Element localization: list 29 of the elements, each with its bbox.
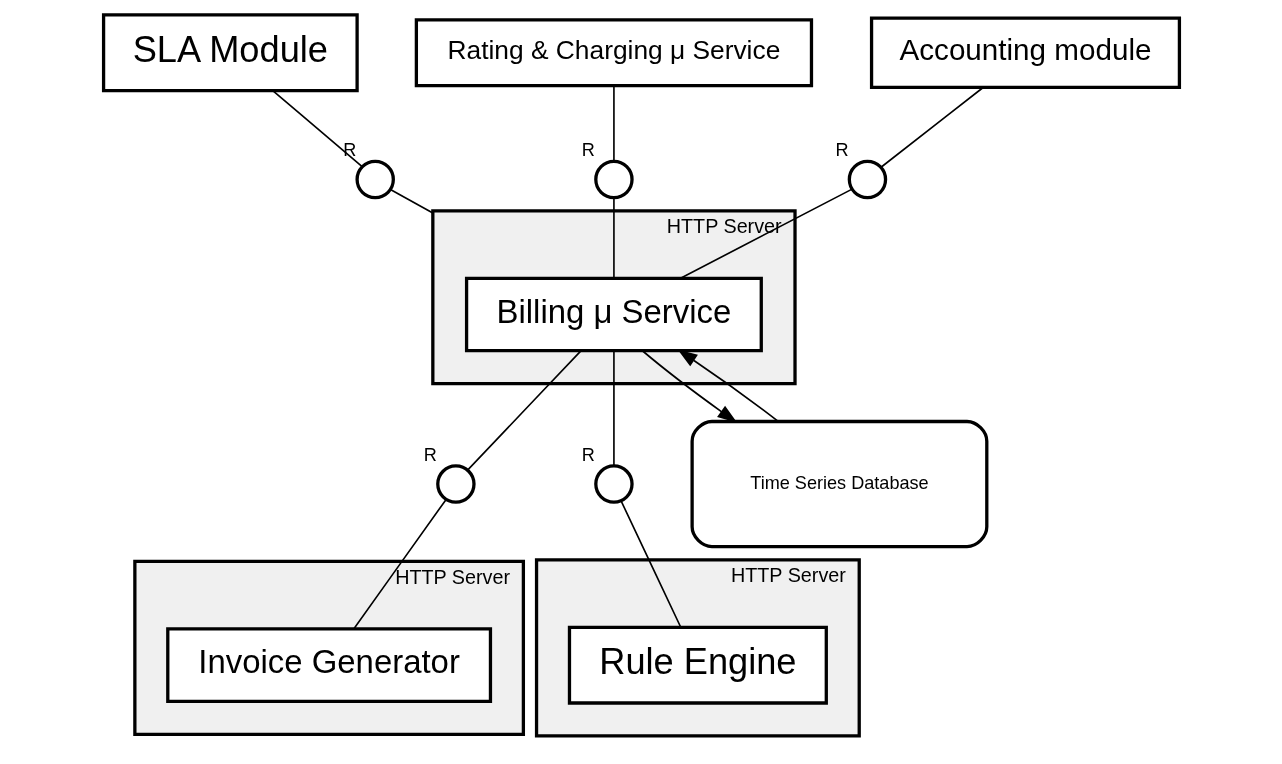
node-box: Rule Engine (567, 625, 828, 705)
node-box: Rating & Charging μ Service (414, 18, 813, 88)
connector (679, 188, 852, 280)
connector (389, 188, 434, 214)
node-label: R (834, 140, 848, 161)
node-circle (593, 159, 634, 200)
arrow (677, 349, 779, 423)
arrow (641, 350, 737, 423)
connector (352, 498, 447, 630)
node-box: Billing μ Service (464, 276, 763, 353)
node-box: Accounting module (869, 16, 1181, 89)
node-box: Time Series Database (689, 419, 988, 549)
node-circle (593, 464, 634, 504)
node-label: R (423, 444, 437, 465)
node-label: R (342, 140, 356, 161)
connector (466, 350, 581, 471)
connector (612, 85, 615, 163)
connector (612, 350, 615, 467)
node-box: Invoice Generator (165, 627, 492, 703)
node-label: R (581, 444, 595, 465)
node-circle (354, 159, 395, 200)
connector (612, 197, 615, 279)
connector (879, 86, 984, 169)
node-circle (847, 159, 887, 200)
connector (271, 89, 363, 168)
connector (619, 500, 681, 628)
node-circle (435, 464, 476, 504)
node-box: SLA Module (101, 13, 359, 93)
node-label: R (581, 140, 595, 161)
